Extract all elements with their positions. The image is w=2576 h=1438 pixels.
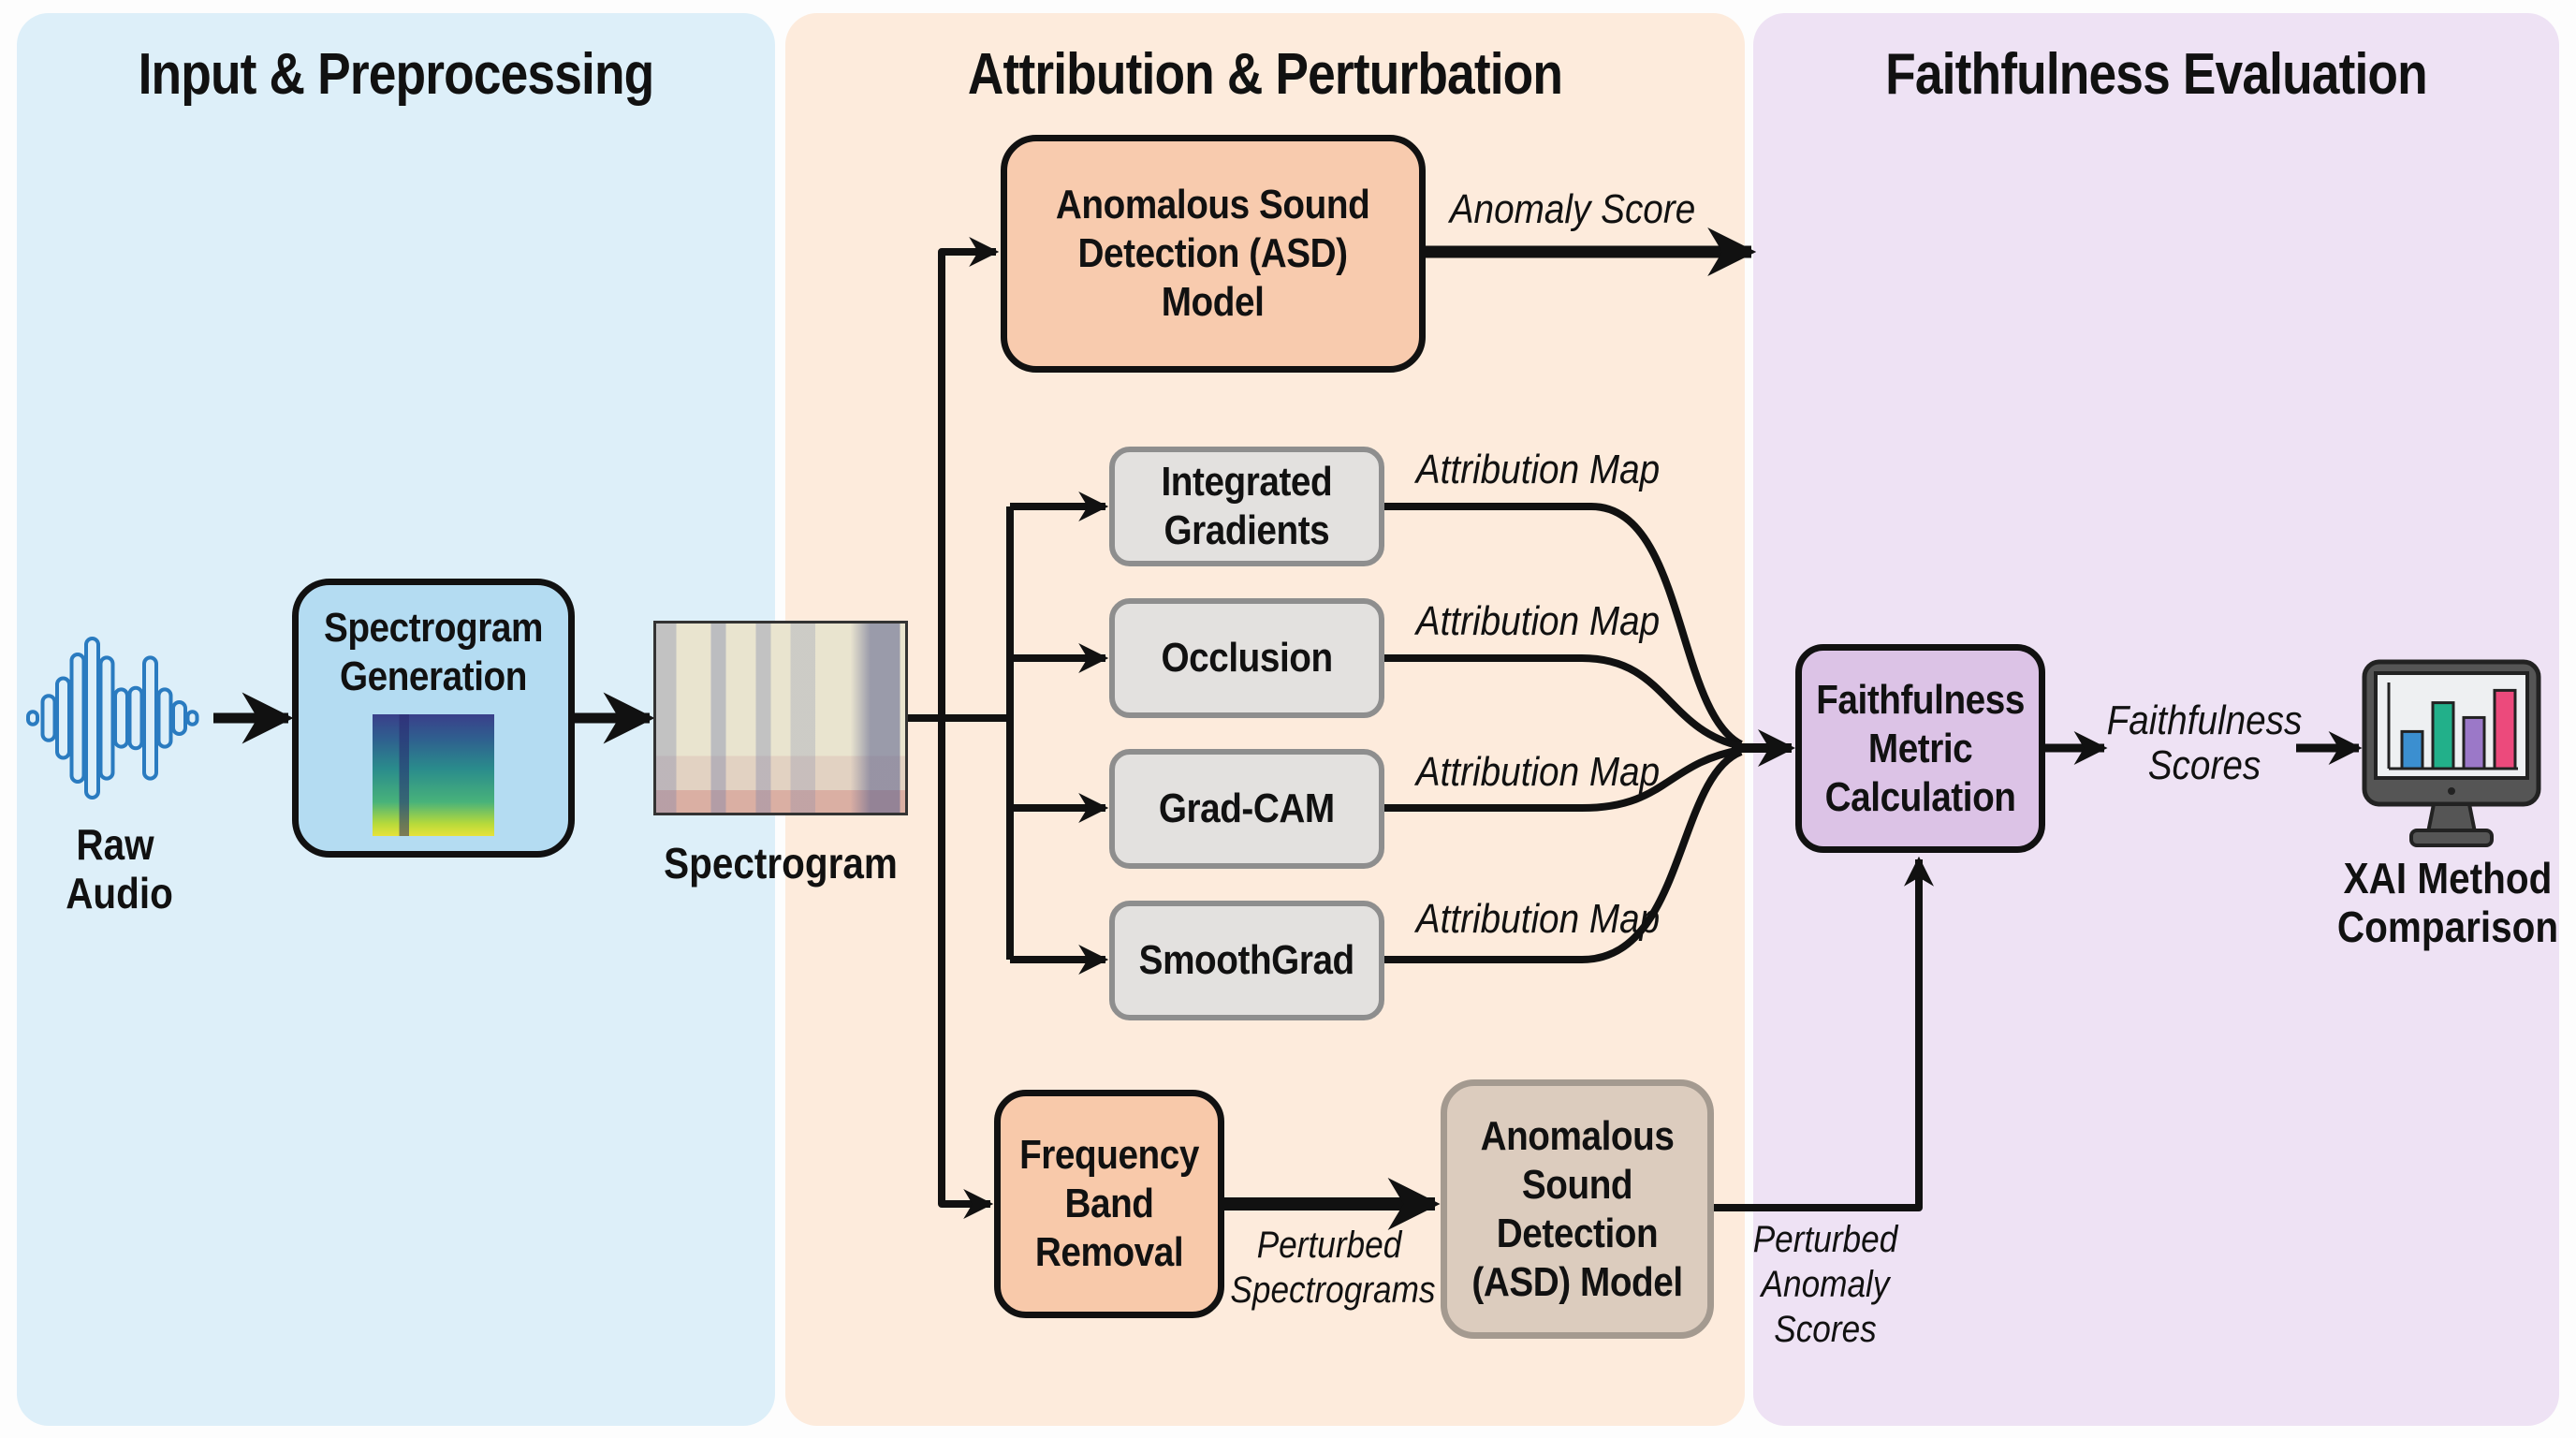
monitor-power-dot [2448,787,2455,795]
panel-title-evaluation: Faithfulness Evaluation [1885,42,2428,107]
spectrogram-label: Spectrogram [664,839,898,888]
waveform-bar [185,710,199,726]
waveform-icon [26,637,199,800]
attribution-map-label-smoothgrad: Attribution Map [1415,896,1661,942]
asd-model-box[interactable]: Anomalous Sound Detection (ASD) Model [1001,135,1426,373]
panel-title-attribution: Attribution & Perturbation [967,42,1563,107]
asd-model-perturbed-box[interactable]: Anomalous Sound Detection (ASD) Model [1441,1079,1714,1339]
faithfulness-metric-box[interactable]: Faithfulness Metric Calculation [1795,644,2045,853]
attribution-map-label-gradcam: Attribution Map [1415,749,1661,795]
waveform-bar [127,685,144,751]
spectrogram-image [653,621,908,815]
viridis-spectrogram-thumbnail [373,714,494,836]
method-occlusion[interactable]: Occlusion [1109,598,1384,718]
monitor-bar [2493,688,2517,770]
waveform-bar [26,710,39,726]
panel-title-input: Input & Preprocessing [138,42,655,107]
method-smoothgrad[interactable]: SmoothGrad [1109,901,1384,1020]
frequency-band-removal-box[interactable]: Frequency Band Removal [994,1090,1224,1318]
waveform-bar [156,687,173,749]
monitor-base [2409,829,2494,847]
waveform-bar [113,687,129,749]
anomaly-score-label: Anomaly Score [1449,186,1696,232]
monitor-chart-icon [2362,659,2541,847]
waveform-bar [55,676,71,760]
attribution-map-label-ig: Attribution Map [1415,447,1661,492]
monitor-bar [2431,701,2455,770]
waveform-bar [69,653,86,784]
waveform-bar [98,655,115,781]
waveform-bar [40,694,57,742]
waveform-bar [142,655,158,781]
monitor-bar [2462,715,2486,770]
waveform-bar [84,637,100,800]
monitor-stand [2425,802,2478,834]
attribution-map-label-occlusion: Attribution Map [1415,598,1661,644]
monitor-bar [2400,729,2424,770]
waveform-bar [171,700,187,736]
method-grad-cam[interactable]: Grad-CAM [1109,749,1384,869]
